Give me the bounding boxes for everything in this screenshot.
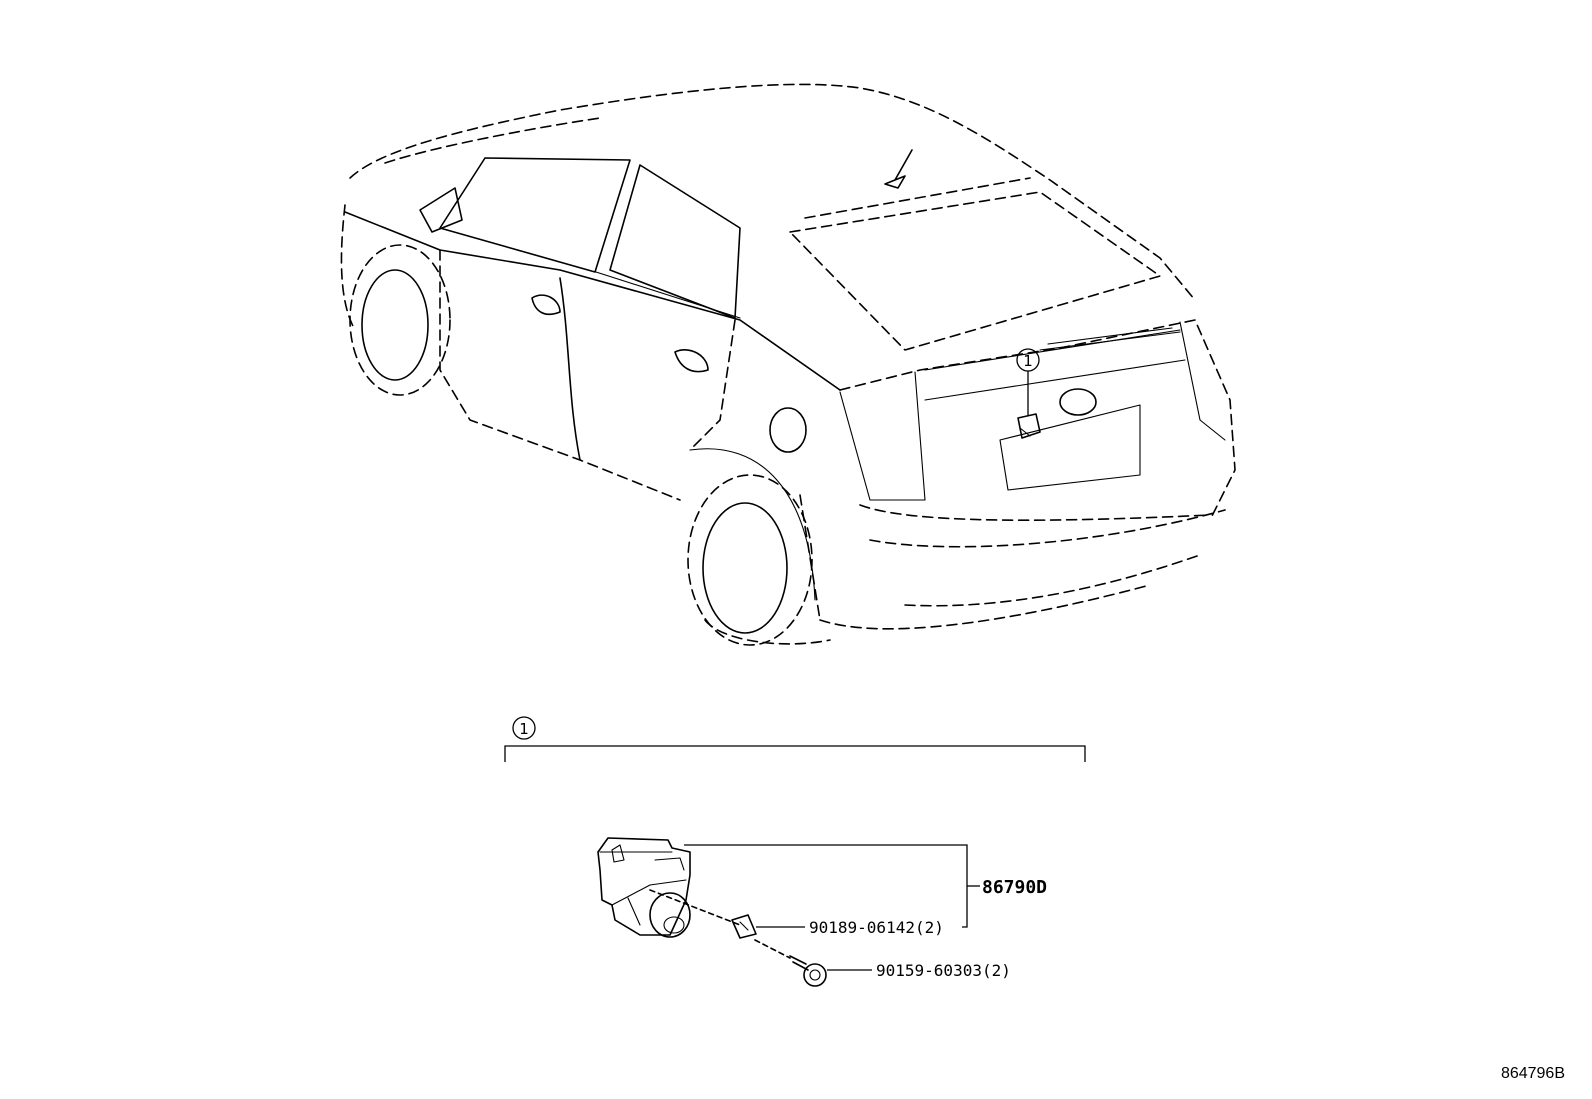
part-number-camera: 86790D [982, 877, 1047, 898]
part-leaders [684, 844, 980, 971]
part-number-clip: 90189-06142(2) [809, 918, 944, 937]
part-number-screw: 90159-60303(2) [876, 961, 1011, 980]
group-bracket [504, 716, 1086, 762]
car-illustration [340, 83, 1236, 646]
camera-assembly-drawing [597, 837, 827, 987]
illustration-id: 864796B [1501, 1065, 1565, 1082]
car-callout-number: 1 [1023, 352, 1033, 370]
group-callout-number: 1 [519, 720, 529, 738]
